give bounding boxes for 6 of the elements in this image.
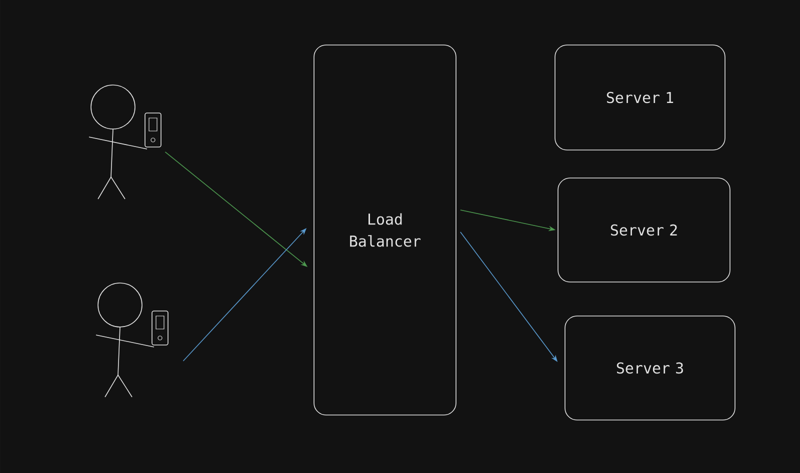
load-balancer-box: Load Balancer xyxy=(314,44,456,416)
server-box: Server 2 xyxy=(558,178,730,282)
server-box: Server 1 xyxy=(554,44,726,150)
server-box: Server 3 xyxy=(564,316,736,420)
person-drawing xyxy=(88,84,162,200)
person-drawing xyxy=(96,282,168,398)
